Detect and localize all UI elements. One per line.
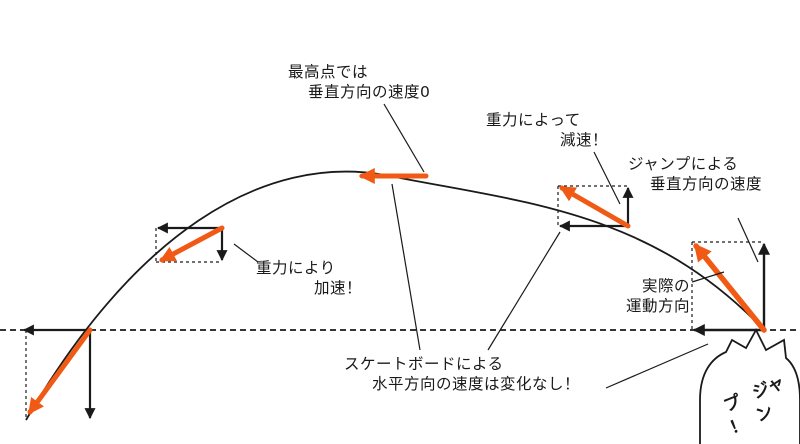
label-gravity-decelerate: 重力によって 減速！: [486, 110, 608, 150]
label-line: 減速！: [559, 131, 608, 149]
label-line: 重力により: [256, 259, 336, 277]
jump-text-part: ジャ: [749, 372, 788, 404]
velocity-arrow: [693, 243, 767, 333]
label-line: 運動方向: [625, 297, 690, 315]
label-line: 加速！: [313, 279, 362, 297]
label-line: 最高点では: [288, 63, 369, 81]
leader-lines: [233, 103, 759, 389]
label-top-point: 最高点では 垂直方向の速度0: [288, 62, 430, 102]
label-line: スケートボードによる: [344, 355, 504, 373]
label-gravity-accelerate: 重力により 加速！: [256, 258, 362, 298]
label-line: 水平方向の速度は変化なし！: [372, 375, 581, 393]
label-line: 垂直方向の速度0: [308, 83, 431, 101]
jump-bubble-text: ジャ ン プ ！: [716, 372, 788, 444]
label-actual-direction: 実際の 運動方向: [566, 276, 690, 316]
label-line: 実際の: [641, 277, 690, 295]
jump-text-part: ！: [726, 413, 751, 439]
label-skateboard-horizontal: スケートボードによる 水平方向の速度は変化なし！: [344, 354, 580, 394]
jump-text-part: プ: [720, 391, 745, 417]
label-line: ジャンプによる: [628, 155, 739, 173]
velocity-decomposition-landing: [22, 324, 96, 420]
velocity-decomposition-rising-left: [155, 222, 228, 263]
label-jump-vertical: ジャンプによる 垂直方向の速度: [628, 154, 762, 194]
label-line: 垂直方向の速度: [650, 175, 763, 193]
velocity-arrow: [159, 225, 225, 263]
velocity-decomposition-takeoff: [691, 241, 770, 336]
jump-burst-bubble: [699, 328, 800, 444]
label-line: 重力によって: [486, 111, 581, 129]
velocity-decomposition-rising-right: [557, 185, 634, 232]
velocity-arrow: [559, 185, 631, 229]
velocity-arrow: [27, 327, 93, 415]
jump-text-part: ン: [752, 401, 777, 427]
